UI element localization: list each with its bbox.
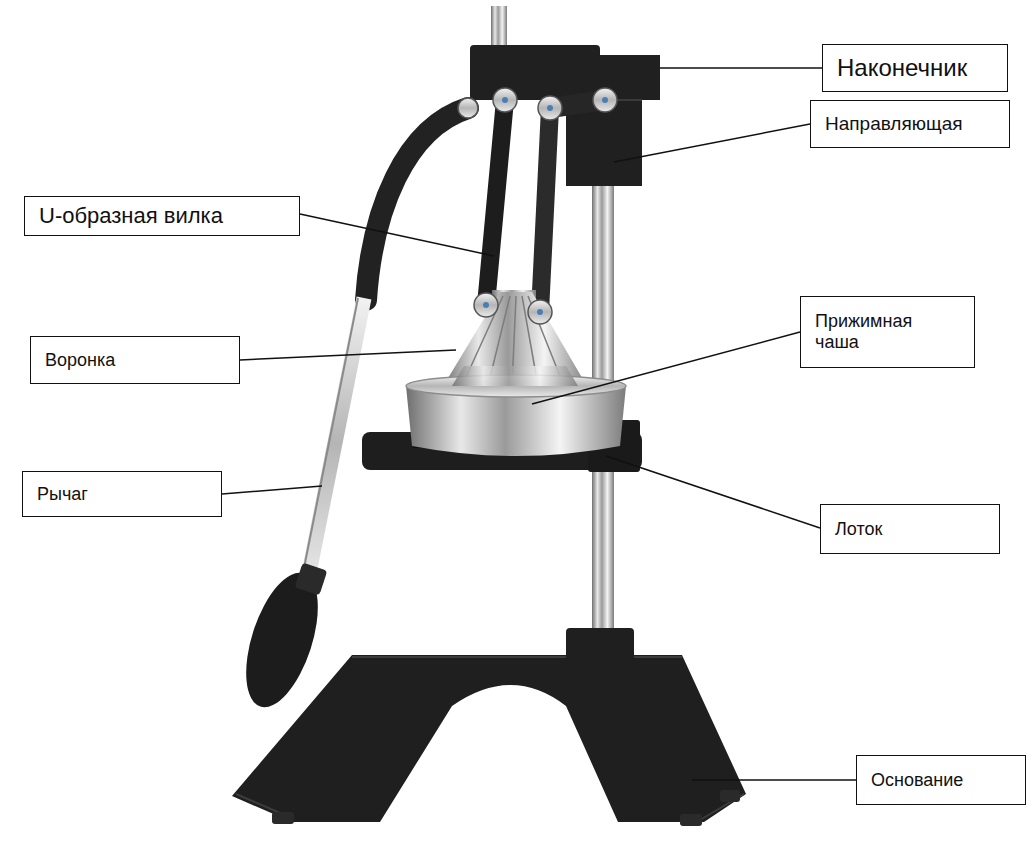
- part-label: Прижимная чаша: [815, 311, 945, 352]
- label-box: Наконечник: [822, 44, 1008, 92]
- label-box: Рычаг: [22, 471, 222, 517]
- funnel-front: [452, 366, 578, 386]
- lever-rod-edge: [300, 298, 358, 588]
- label-box: Направляющая: [810, 100, 1010, 148]
- label-box: Прижимная чаша: [800, 296, 975, 368]
- foot: [680, 814, 702, 826]
- funnel: [442, 292, 588, 388]
- part-label: U-образная вилка: [39, 203, 223, 228]
- u-fork-arm: [540, 108, 550, 312]
- foot: [272, 812, 294, 824]
- leader-lines: [222, 68, 856, 780]
- part-label: Наконечник: [837, 54, 967, 82]
- u-fork-arm: [486, 100, 505, 305]
- part-label: Рычаг: [37, 484, 88, 505]
- lever-rod: [306, 298, 364, 588]
- label-box: U-образная вилка: [24, 196, 300, 236]
- lever-arm: [366, 108, 468, 300]
- column-socket: [566, 628, 634, 680]
- bolt-centres: [483, 97, 608, 315]
- base-highlight: [236, 657, 744, 820]
- label-box: Воронка: [30, 336, 240, 384]
- part-label: Направляющая: [825, 113, 962, 135]
- lever-collar: [295, 563, 328, 596]
- part-label: Лоток: [835, 519, 882, 540]
- cap: [566, 55, 660, 186]
- label-box: Лоток: [820, 504, 1000, 554]
- base: [232, 655, 746, 822]
- label-box: Основание: [856, 755, 1026, 805]
- bolts: [458, 88, 617, 324]
- foot: [720, 790, 740, 802]
- part-label: Основание: [871, 770, 963, 791]
- part-label: Воронка: [45, 350, 115, 371]
